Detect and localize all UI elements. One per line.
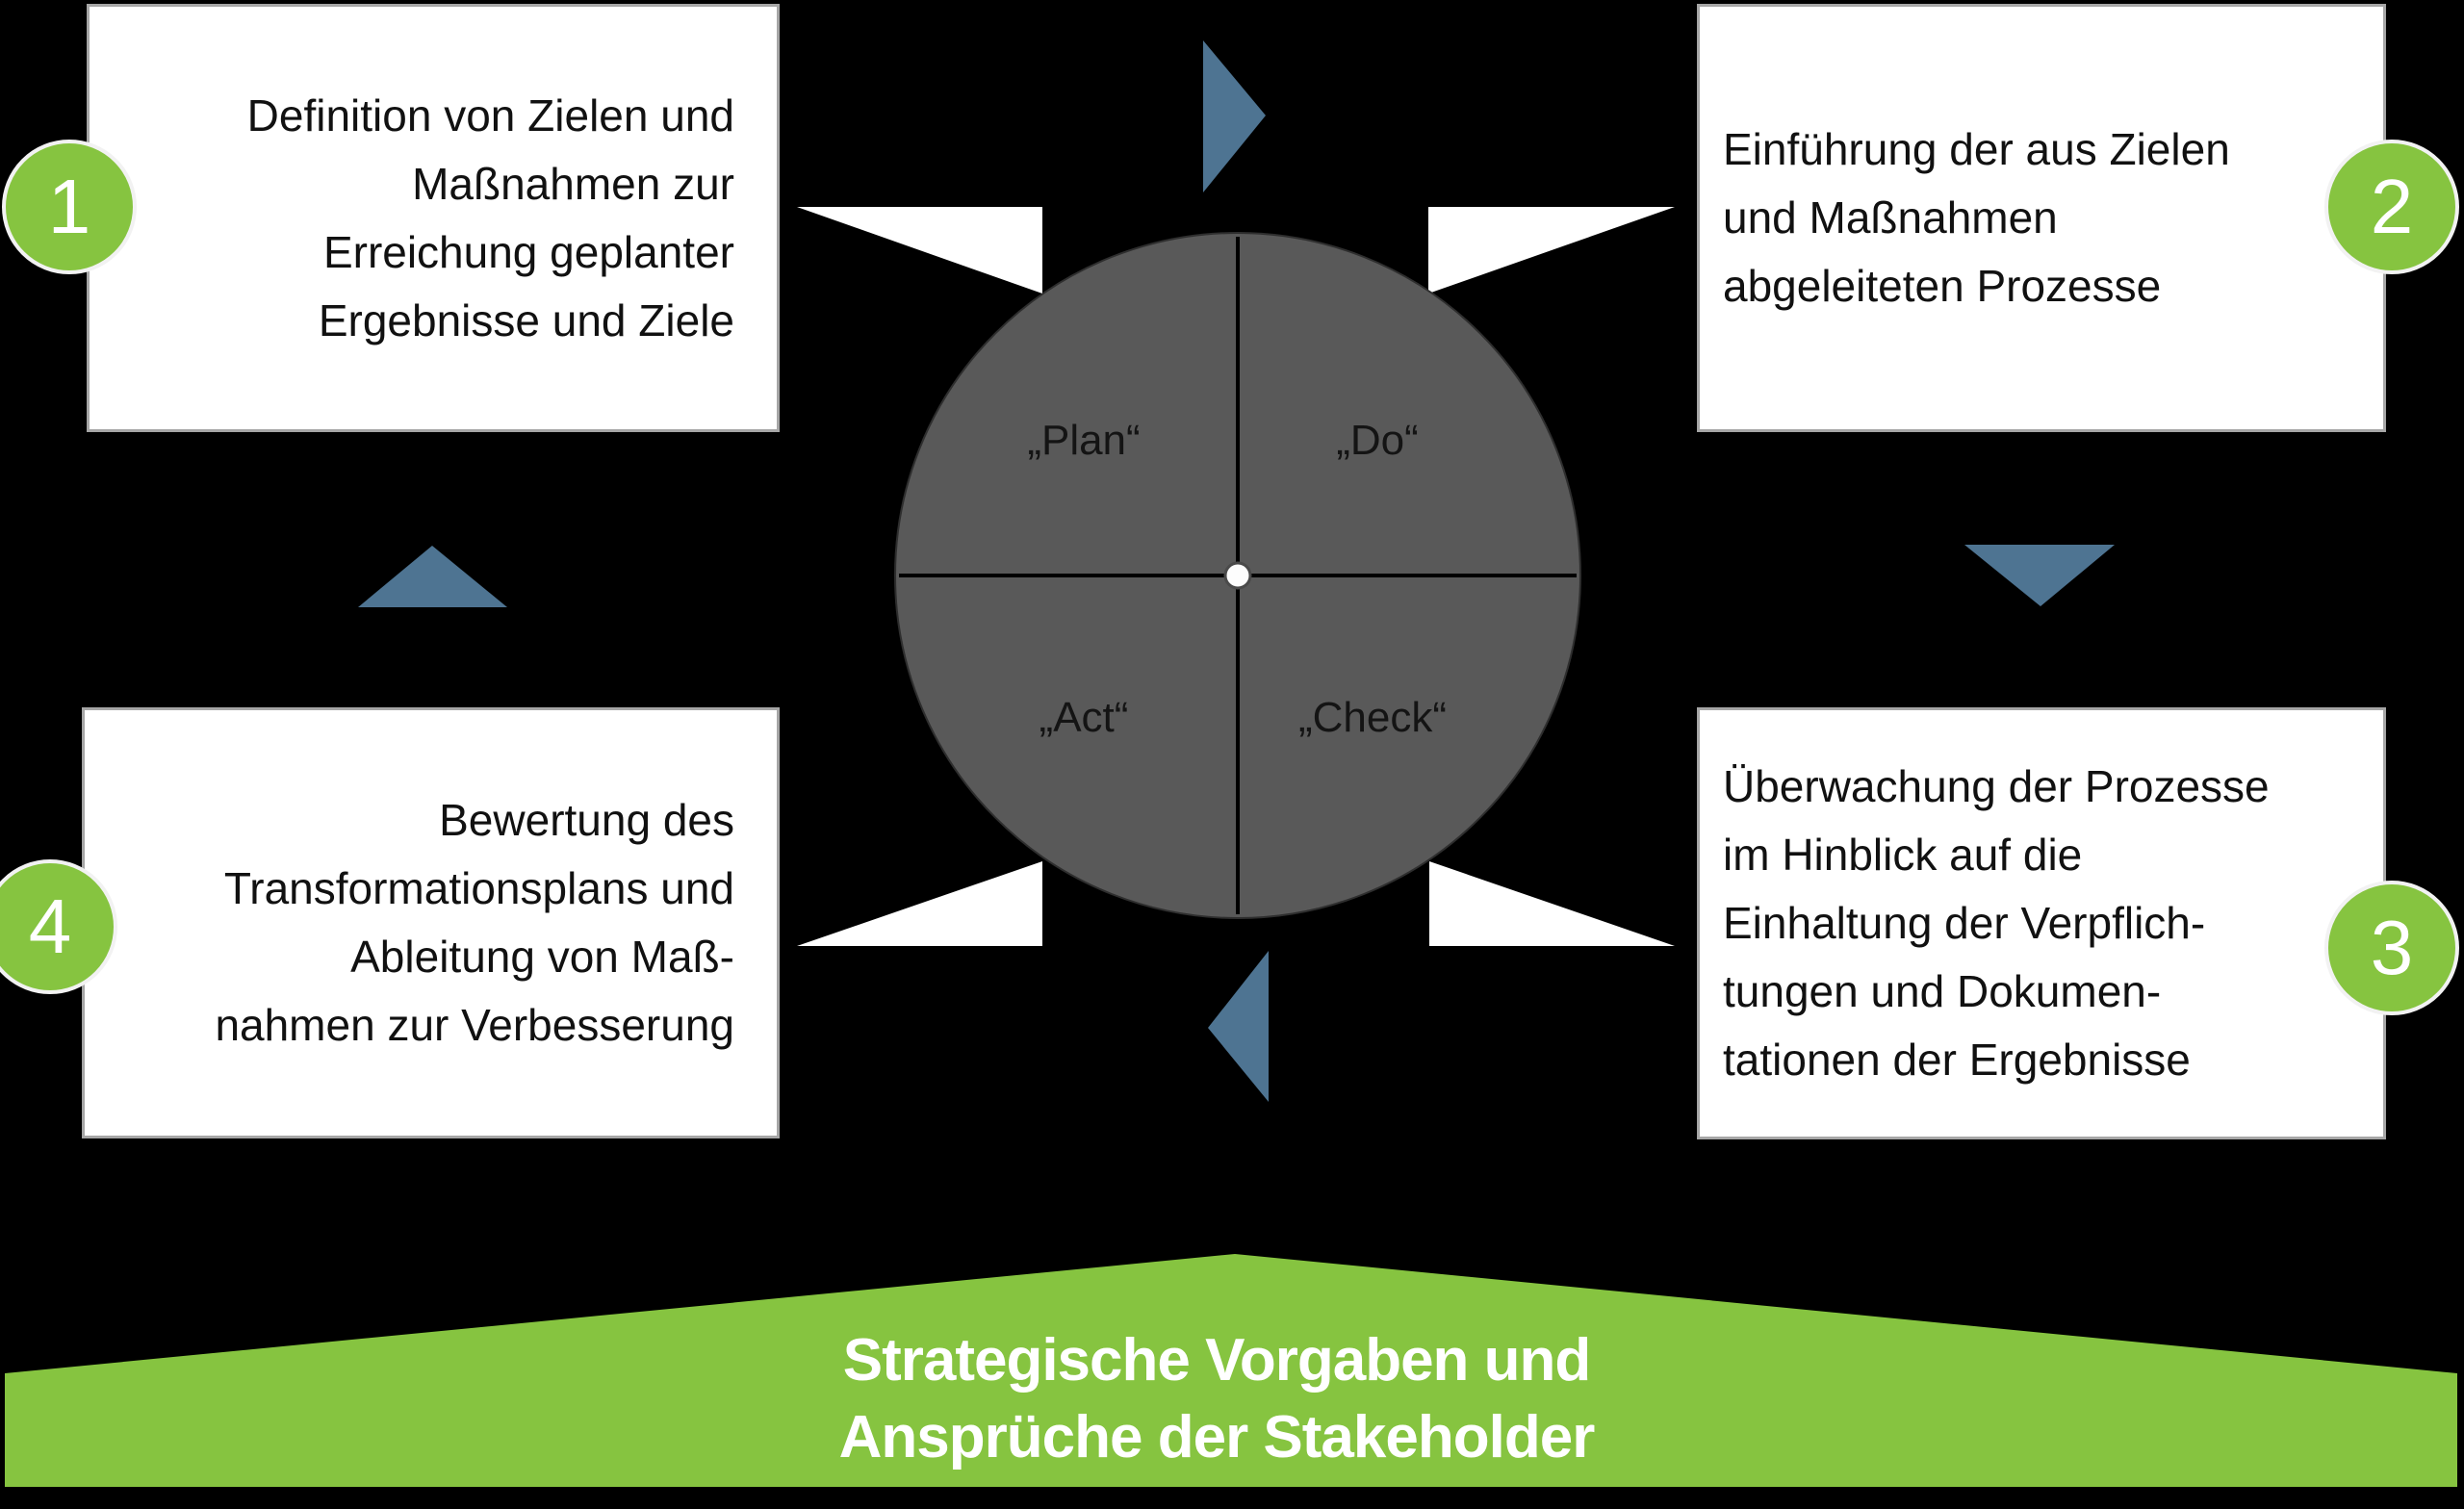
quadrant-label-act: „Act“ [1039, 694, 1129, 741]
info-box-1: Definition von Zielen und Maßnahmen zur … [87, 4, 780, 432]
box-text-line: Überwachung der Prozesse [1723, 761, 2270, 811]
box-text-line: Ableitung von Maß- [350, 932, 734, 982]
box-text-line: Bewertung des [439, 795, 734, 845]
banner-title: Strategische Vorgaben und Ansprüche der … [783, 1322, 1650, 1476]
quadrant-label-check: „Check“ [1297, 694, 1448, 741]
box-text-line: und Maßnahmen [1723, 192, 2058, 243]
step-badge-2: 2 [2324, 140, 2459, 274]
step-badge-4: 4 [0, 859, 117, 994]
quadrant-label-plan: „Plan“ [1027, 417, 1141, 464]
box-text-line: tationen der Ergebnisse [1723, 1035, 2191, 1085]
box-text-line: abgeleiteten Prozesse [1723, 261, 2162, 311]
banner-title-line: Ansprüche der Stakeholder [838, 1404, 1596, 1471]
box-text-line: Einhaltung der Verpflich- [1723, 898, 2206, 948]
box-text-line: im Hinblick auf die [1723, 830, 2083, 880]
step-number: 3 [2370, 905, 2414, 990]
box-text-line: Maßnahmen zur [412, 158, 734, 209]
step-badge-1: 1 [2, 140, 137, 274]
box-text-line: Transformationsplans und [223, 863, 734, 913]
step-number: 2 [2370, 164, 2414, 249]
box-text-line: Definition von Zielen und [246, 90, 734, 141]
box-text-line: tungen und Dokumen- [1723, 966, 2162, 1016]
quadrant-label-do: „Do“ [1336, 417, 1419, 464]
rotation-triangle-bottom-icon [1208, 951, 1269, 1102]
info-box-4: Bewertung des Transformationsplans und A… [82, 707, 780, 1138]
arrow-wedge-top-right [1428, 207, 1675, 294]
step-number: 1 [47, 164, 91, 249]
arrow-wedge-bottom-left [797, 861, 1042, 946]
step-badge-3: 3 [2324, 881, 2459, 1015]
rotation-triangle-top-icon [1203, 40, 1266, 192]
arrow-wedge-bottom-right [1429, 861, 1675, 946]
box-text-line: nahmen zur Verbesserung [215, 1000, 734, 1050]
step-number: 4 [28, 883, 72, 969]
banner-shape [5, 1254, 2457, 1487]
banner-title-line: Strategische Vorgaben und [842, 1327, 1592, 1394]
rotation-triangle-right-icon [1964, 545, 2115, 606]
box-text-line: Erreichung geplanter [322, 226, 734, 277]
box-text-line: Ergebnisse und Ziele [318, 294, 734, 345]
info-box-3: Überwachung der Prozesse im Hinblick auf… [1697, 707, 2386, 1139]
box-text-line: Einführung der aus Zielen [1723, 124, 2230, 174]
arrow-wedge-top-left [797, 207, 1042, 294]
info-box-2: Einführung der aus Zielen und Maßnahmen … [1697, 4, 2386, 432]
center-dot [1223, 561, 1252, 590]
rotation-triangle-left-icon [358, 546, 507, 607]
